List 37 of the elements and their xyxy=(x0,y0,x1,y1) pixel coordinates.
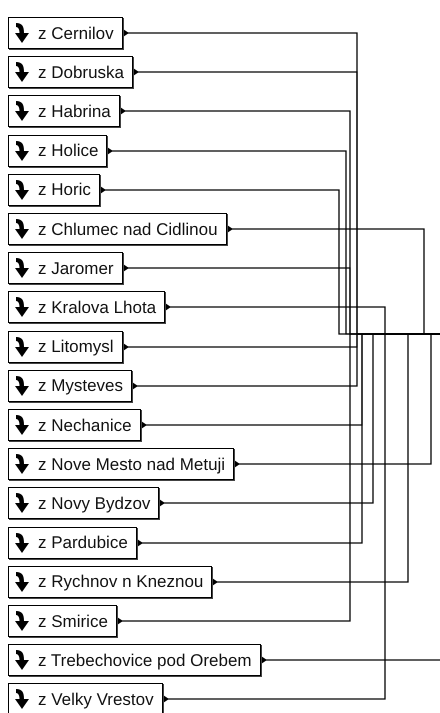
item-box xyxy=(8,566,212,598)
item-box xyxy=(8,174,100,206)
item-box xyxy=(8,409,141,441)
item-box xyxy=(8,683,163,713)
item-box xyxy=(8,134,108,167)
item-box xyxy=(8,370,132,402)
place-label: z Novy Bydzov xyxy=(38,494,150,512)
item-box xyxy=(8,644,261,676)
item-box xyxy=(8,213,227,245)
place-label: z Kralova Lhota xyxy=(38,298,156,316)
place-label: z Mysteves xyxy=(38,377,124,394)
item-box xyxy=(8,526,137,559)
place-label: z Habrina xyxy=(38,102,111,120)
item-box xyxy=(8,56,133,88)
item-box xyxy=(8,448,234,480)
place-label: z Nechanice xyxy=(38,416,132,434)
item-box xyxy=(8,17,123,49)
place-label: z Pardubice xyxy=(38,534,128,552)
place-label: z Chlumec nad Cidlinou xyxy=(38,220,218,238)
place-label: z Cernilov xyxy=(38,24,114,42)
place-label: z Velky Vrestov xyxy=(38,690,154,708)
connector-line xyxy=(261,656,440,664)
place-label: z Dobruska xyxy=(38,64,124,81)
place-label: z Nove Mesto nad Metuji xyxy=(38,456,226,473)
place-label: z Horic xyxy=(38,181,91,198)
place-label: z Trebechovice pod Orebem xyxy=(38,652,252,669)
item-box xyxy=(8,605,117,637)
place-label: z Smirice xyxy=(38,612,108,630)
place-label: z Litomysl xyxy=(38,338,114,356)
place-label: z Holice xyxy=(38,142,98,160)
item-box xyxy=(8,95,120,128)
item-box xyxy=(8,487,160,520)
item-box xyxy=(8,291,166,324)
item-box xyxy=(8,252,123,284)
place-label: z Rychnov n Kneznou xyxy=(38,573,204,590)
item-box xyxy=(8,330,123,363)
place-label: z Jaromer xyxy=(38,260,114,277)
